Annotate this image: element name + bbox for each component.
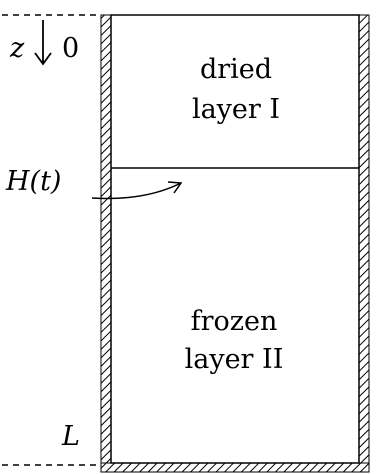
- origin-label: 0: [62, 33, 79, 64]
- right-wall-hatch: [358, 14, 370, 473]
- dried-layer-label-line1: dried: [200, 54, 272, 85]
- left-wall-hatch: [100, 14, 112, 473]
- z-axis-arrow-head: [34, 52, 52, 66]
- container-outline: [110, 14, 360, 464]
- dried-layer-label-line2: layer I: [192, 94, 280, 125]
- bottom-wall-hatch: [100, 462, 370, 473]
- bottom-depth-label: L: [61, 421, 80, 452]
- frozen-layer-label-line1: frozen: [191, 306, 278, 337]
- interface-pointer-arrow: [91, 182, 182, 200]
- z-axis-label: z: [9, 33, 25, 64]
- interface-label: H(t): [5, 166, 61, 197]
- interface-pointer-arrowhead: [167, 181, 183, 194]
- frozen-layer-label-line2: layer II: [185, 344, 284, 375]
